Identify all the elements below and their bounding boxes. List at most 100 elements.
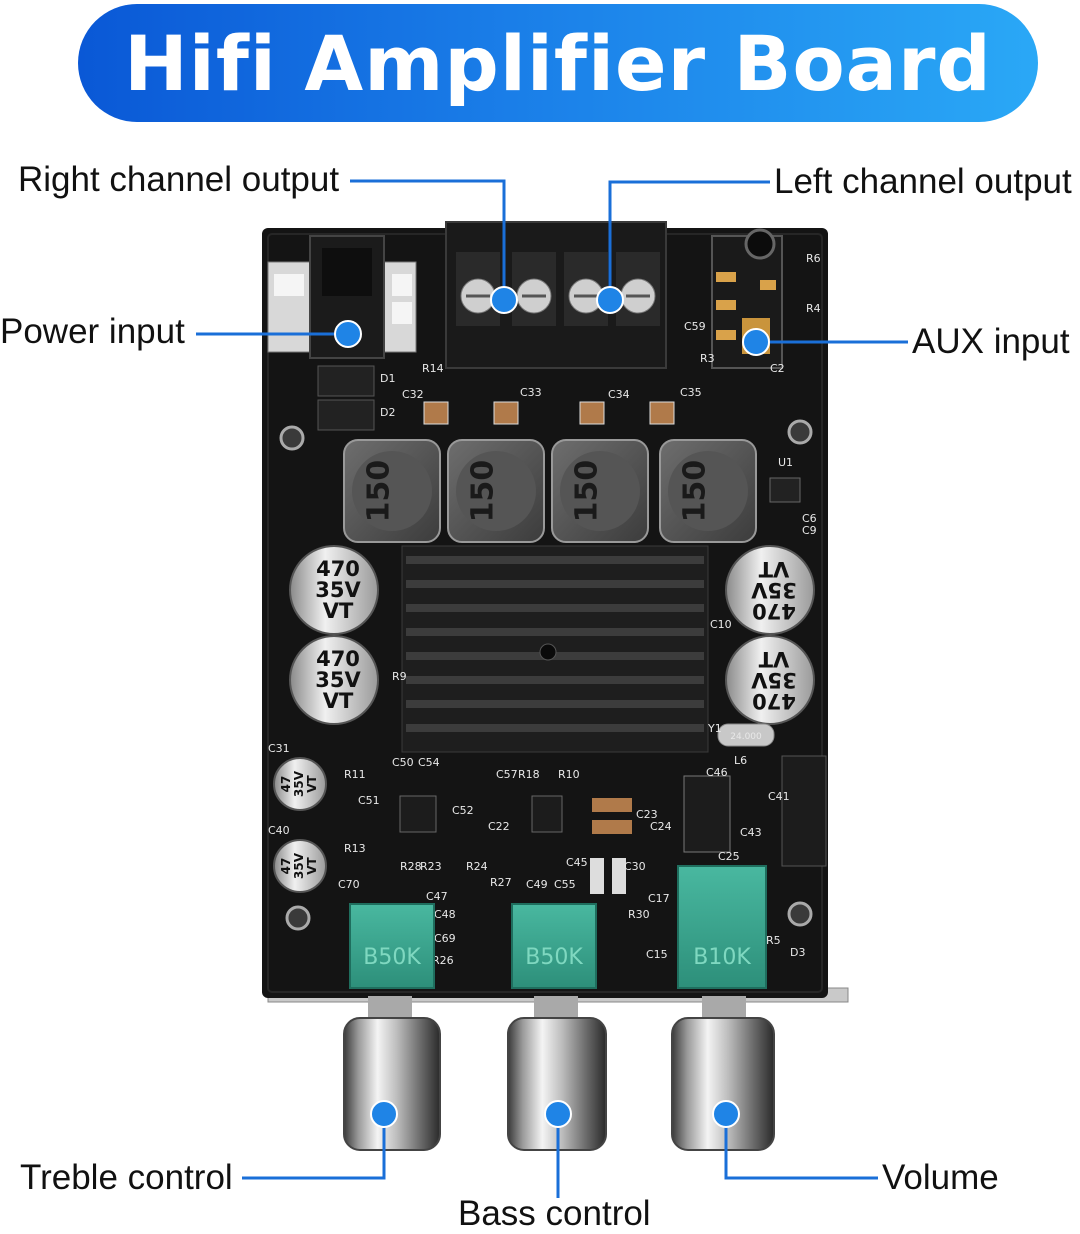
silkscreen: D1 D2 R14 C32 C33 C34 C35 R3 C59 C2 R6 R… [268,252,821,967]
big-cap-label-right-top: 470 35V VT [751,557,797,623]
silk-label: C6 [802,512,817,525]
pot-label-bass: B50K [525,945,583,970]
silk-label: R28 [400,860,422,873]
cap-series: VT [323,599,354,623]
silk-label: C34 [608,388,630,401]
silk-label: Y1 [707,722,722,735]
callout-dot-power [334,320,362,348]
callout-dot-left-channel [596,286,624,314]
pot-label-treble: B50K [363,945,421,970]
silk-label: C70 [338,878,360,891]
silk-label: R23 [420,860,442,873]
silk-label: C43 [740,826,762,839]
cap-voltage: 35V [751,578,797,602]
silk-label: D3 [790,946,805,959]
silk-label: C46 [706,766,728,779]
silk-label: C31 [268,742,290,755]
callout-dots [334,286,770,1128]
silk-label: C22 [488,820,510,833]
cap-value: 470 [316,557,360,581]
silk-label: C54 [418,756,440,769]
cap-value: 47 [279,776,293,793]
cap-value: 470 [752,689,796,713]
silk-label: R6 [806,252,821,265]
silk-label: C45 [566,856,588,869]
cap-voltage: 35V [315,668,361,692]
callout-dot-right-channel [490,286,518,314]
silk-label: C30 [624,860,646,873]
silk-label: R30 [628,908,650,921]
label-right-channel-output: Right channel output [18,160,340,199]
cap-voltage: 35V [751,668,797,692]
pot-label-volume: B10K [693,945,751,970]
label-power-input: Power input [0,312,185,351]
silk-label: C33 [520,386,542,399]
silk-label: C40 [268,824,290,837]
inductor-label-3: 150 [570,460,605,523]
silk-label: C69 [434,932,456,945]
cap-series: VT [305,856,319,874]
silk-label: C15 [646,948,668,961]
big-cap-label-right-bottom: 470 35V VT [751,647,797,713]
label-treble-control: Treble control [20,1158,233,1197]
silk-label: C52 [452,804,474,817]
silk-label: C59 [684,320,706,333]
callout-line-left-channel [608,180,770,300]
silk-label: C35 [680,386,702,399]
cap-series: VT [323,689,354,713]
inductors [343,439,757,543]
silk-label: R4 [806,302,821,315]
knob-icon-treble [343,996,441,1151]
big-cap-label-left-bottom: 470 35V VT [315,647,361,713]
callout-dot-treble [370,1100,398,1128]
silk-label: C25 [718,850,740,863]
label-bass-control: Bass control [458,1194,651,1233]
big-cap-label-left-top: 470 35V VT [315,557,361,623]
small-cap-label-top: 47 35V VT [279,770,319,797]
silk-label: C23 [636,808,658,821]
silk-label: R14 [422,362,444,375]
big-capacitors [289,545,815,725]
callout-dot-bass [544,1100,572,1128]
cap-series: VT [758,647,789,671]
silk-label: C2 [770,362,785,375]
silk-label: C50 [392,756,414,769]
silk-label: C48 [434,908,456,921]
silk-label: D1 [380,372,395,385]
callout-line-volume [724,1114,878,1180]
silk-label: R24 [466,860,488,873]
silk-label: L6 [734,754,747,767]
label-volume: Volume [882,1158,999,1197]
silk-label: R13 [344,842,366,855]
silk-label: C57 [496,768,518,781]
callout-lines [196,179,908,1198]
knob-icon-bass [507,996,607,1151]
silk-label: C32 [402,388,424,401]
small-cap-label-bottom: 47 35V VT [279,852,319,879]
silk-label: C49 [526,878,548,891]
callout-line-treble [242,1114,386,1180]
inductor-label-4: 150 [678,460,713,523]
title-banner: Hifi Amplifier Board [78,4,1038,122]
cap-value: 47 [279,858,293,875]
page-title: Hifi Amplifier Board [124,18,992,108]
small-capacitors [273,757,327,893]
cap-value: 470 [316,647,360,671]
silk-label: U1 [778,456,793,469]
crystal-label: 24.000 [730,732,762,742]
silk-label: R5 [766,934,781,947]
silk-label: C24 [650,820,672,833]
cap-voltage: 35V [292,852,306,879]
heatsink-icon [401,545,709,753]
cap-series: VT [305,774,319,792]
silk-label: R3 [700,352,715,365]
silk-label: C51 [358,794,380,807]
silk-label: R27 [490,876,512,889]
silk-label: R18 [518,768,540,781]
callout-dot-volume [712,1100,740,1128]
screw-terminal-icon [445,221,667,369]
silk-label: C55 [554,878,576,891]
ics [399,723,827,894]
